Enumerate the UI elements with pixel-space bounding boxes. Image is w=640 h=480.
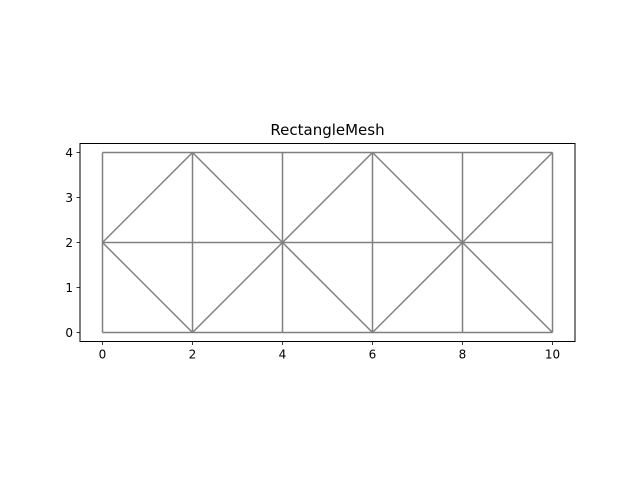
- axes-frame: [79, 143, 576, 342]
- y-tick-label: 1: [65, 281, 73, 295]
- x-tick-label: 6: [369, 348, 377, 362]
- y-tick-label: 0: [65, 326, 73, 340]
- x-tick-label: 10: [545, 348, 560, 362]
- x-tick-label: 4: [279, 348, 287, 362]
- mesh-edge: [281, 241, 374, 334]
- mesh-edge: [371, 151, 464, 244]
- mesh-edge: [191, 241, 284, 334]
- mesh-edge: [461, 241, 554, 334]
- y-tick-label: 2: [65, 236, 73, 250]
- y-axis: 0 1 2 3 4: [65, 146, 80, 340]
- y-tick-label: 3: [65, 191, 73, 205]
- x-tick-label: 0: [99, 348, 107, 362]
- mesh-edge: [461, 151, 554, 244]
- mesh-edge: [371, 241, 464, 334]
- mesh-edge: [191, 151, 284, 244]
- x-tick-label: 2: [189, 348, 197, 362]
- mesh-edges: [101, 151, 554, 334]
- mesh-edge: [281, 151, 374, 244]
- chart-title: RectangleMesh: [270, 121, 384, 139]
- x-tick-label: 8: [459, 348, 467, 362]
- y-tick-label: 4: [65, 146, 73, 160]
- mesh-edge: [101, 151, 194, 244]
- x-axis: 0 2 4 6 8 10: [99, 341, 560, 362]
- mesh-edge: [101, 241, 194, 334]
